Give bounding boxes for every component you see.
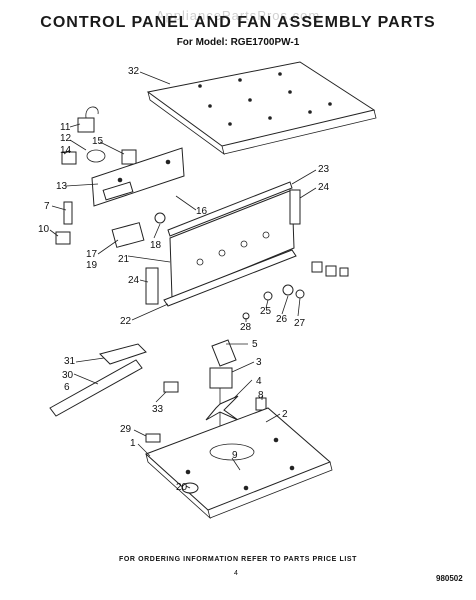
part-7-bracket <box>63 201 73 225</box>
callout-23: 23 <box>318 164 330 175</box>
callout-12: 12 <box>60 133 72 144</box>
callout-10: 10 <box>38 224 50 235</box>
callout-5: 5 <box>252 339 258 350</box>
callout-18: 18 <box>150 240 162 251</box>
page-title: CONTROL PANEL AND FAN ASSEMBLY PARTS <box>40 14 436 31</box>
callout-21: 21 <box>118 254 130 265</box>
part-30-bracket <box>49 343 147 417</box>
callout-4: 4 <box>256 376 262 387</box>
control-panel-backer <box>91 147 185 207</box>
part-32-top-cover <box>146 61 377 155</box>
callout-13: 13 <box>56 181 68 192</box>
callout-24b: 24 <box>128 275 140 286</box>
callout-labels: 32 11 12 15 14 13 7 10 17 19 16 18 23 24… <box>38 66 330 493</box>
part-17-clock <box>111 222 145 248</box>
part-24-endcap-right <box>289 189 301 225</box>
callout-8: 8 <box>258 390 264 401</box>
callout-19: 19 <box>86 260 98 271</box>
callout-11: 11 <box>60 122 71 133</box>
callout-15: 15 <box>92 136 104 147</box>
watermark: AppliancePartsPros.com <box>155 8 321 23</box>
callout-17: 17 <box>86 249 98 260</box>
part-8-component <box>255 397 267 411</box>
callout-22: 22 <box>120 316 132 327</box>
part-12-wire <box>86 149 106 163</box>
callout-30: 30 <box>62 370 74 381</box>
callout-25: 25 <box>260 306 272 317</box>
page-number: 4 <box>234 570 238 577</box>
part-15-component <box>121 149 137 165</box>
part-24-endcap-left <box>145 267 159 305</box>
part-18-knob <box>154 212 166 224</box>
model-subtitle: For Model: RGE1700PW-1 <box>176 37 300 48</box>
callout-27: 27 <box>294 318 306 329</box>
callout-9: 9 <box>232 450 238 461</box>
part-25-knob <box>263 291 273 301</box>
part-22-trim <box>163 249 297 307</box>
part-33-clip <box>163 381 179 393</box>
callout-26: 26 <box>276 314 288 325</box>
main-control-panel <box>169 189 295 299</box>
callout-6: 6 <box>64 382 70 393</box>
part-14-switch <box>61 151 77 165</box>
callout-16: 16 <box>196 206 208 217</box>
callout-20: 20 <box>176 482 188 493</box>
callout-2: 2 <box>282 409 288 420</box>
part-11-motor <box>77 106 99 133</box>
callout-3: 3 <box>256 357 262 368</box>
part-1-base <box>145 407 333 520</box>
callout-33: 33 <box>152 404 164 415</box>
document-number: 980502 <box>436 574 463 583</box>
callout-1: 1 <box>130 438 136 449</box>
ordering-note: FOR ORDERING INFORMATION REFER TO PARTS … <box>118 556 358 563</box>
part-26-knob <box>282 284 294 296</box>
callout-28: 28 <box>240 322 252 333</box>
part-23-trim <box>167 181 293 237</box>
part-27-knob <box>295 289 305 299</box>
callout-24: 24 <box>318 182 330 193</box>
part-29-clip <box>145 433 161 443</box>
callout-32: 32 <box>128 66 140 77</box>
fan-assembly <box>205 339 239 430</box>
leader-lines <box>49 71 317 489</box>
part-10-switch <box>55 231 71 245</box>
callout-7: 7 <box>44 201 50 212</box>
callout-14: 14 <box>60 145 72 156</box>
callout-29: 29 <box>120 424 132 435</box>
callout-31: 31 <box>64 356 76 367</box>
